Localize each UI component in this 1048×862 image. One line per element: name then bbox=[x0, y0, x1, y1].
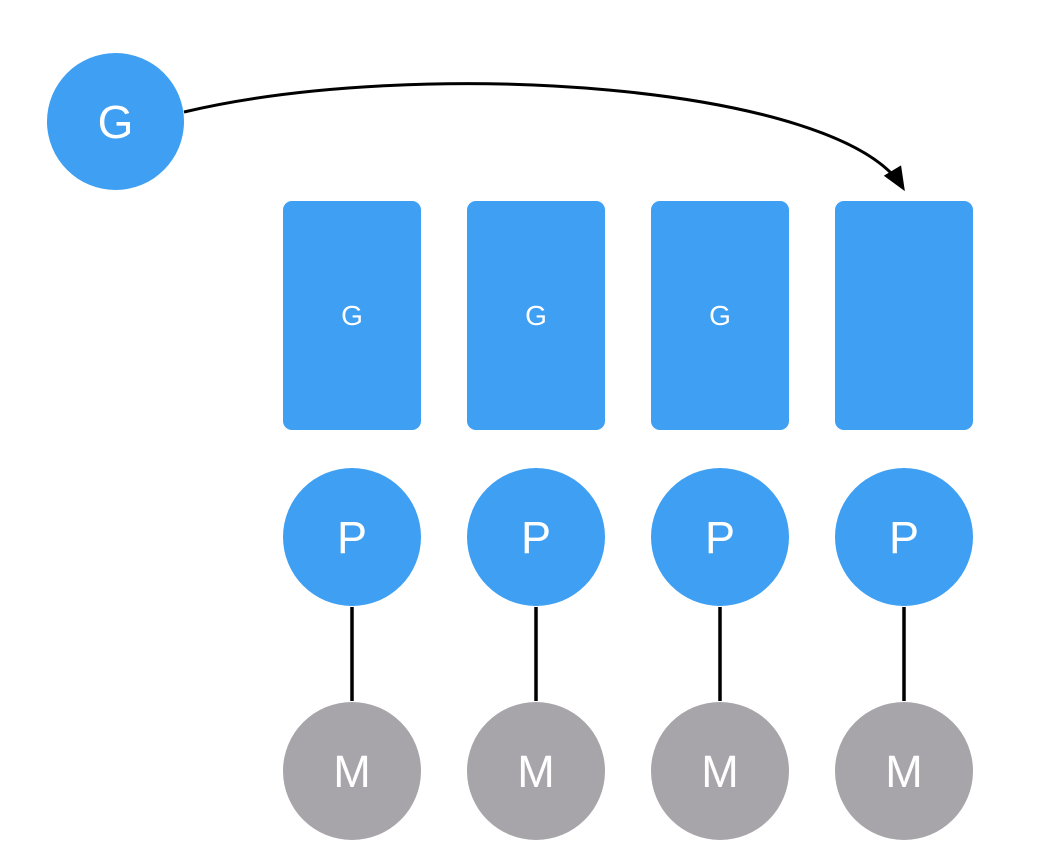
g-rect-2: G bbox=[467, 201, 605, 430]
g-circle-label: G bbox=[97, 95, 134, 148]
p-circle-2: P bbox=[467, 468, 605, 606]
p-circle-3: P bbox=[651, 468, 789, 606]
g-rect-1-label: G bbox=[341, 299, 363, 331]
g-rect-2-label: G bbox=[525, 299, 547, 331]
g-rect-1: G bbox=[283, 201, 421, 430]
m-circle-4: M bbox=[835, 702, 973, 840]
g-rect-3: G bbox=[651, 201, 789, 430]
m-circle-2-label: M bbox=[517, 745, 555, 797]
m-circle-3-label: M bbox=[701, 745, 739, 797]
p-circle-3-label: P bbox=[704, 511, 735, 563]
g-rect-3-label: G bbox=[709, 299, 731, 331]
p-circle-1-label: P bbox=[336, 511, 367, 563]
m-circle-1-label: M bbox=[333, 745, 371, 797]
p-circle-1: P bbox=[283, 468, 421, 606]
arrow-g-to-rect4 bbox=[183, 82, 905, 192]
p-circle-2-label: P bbox=[520, 511, 551, 563]
g-rect-4 bbox=[835, 201, 973, 430]
m-circle-1: M bbox=[283, 702, 421, 840]
p-circle-4-label: P bbox=[888, 511, 919, 563]
m-circle-3: M bbox=[651, 702, 789, 840]
m-circle-4-label: M bbox=[885, 745, 923, 797]
g-circle-node: G bbox=[47, 53, 184, 190]
m-circle-2: M bbox=[467, 702, 605, 840]
p-circle-4: P bbox=[835, 468, 973, 606]
